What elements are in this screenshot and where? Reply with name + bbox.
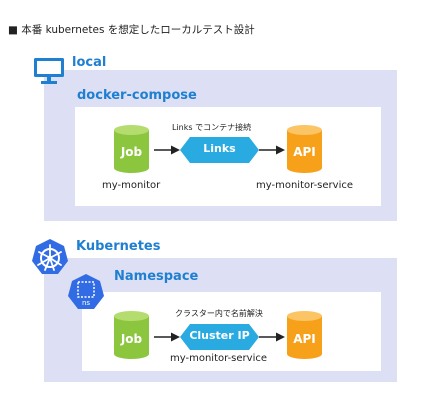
arrow <box>259 332 285 342</box>
namespace-icon: ns <box>66 272 106 312</box>
arrow <box>154 145 180 155</box>
service-name: my-monitor-service <box>170 353 268 364</box>
cluster-ip-pill: Cluster IP <box>180 324 259 350</box>
ns-badge-label: ns <box>81 299 91 307</box>
api-label: API <box>293 145 316 159</box>
local-label: local <box>72 55 107 70</box>
links-note: Links でコンテナ接続 <box>172 123 252 132</box>
api-name: my-monitor-service <box>256 180 354 191</box>
page-title: ■ 本番 kubernetes を想定したローカルテスト設計 <box>8 24 255 36</box>
job-label: Job <box>120 145 143 159</box>
namespace-label: Namespace <box>114 269 199 284</box>
docker-compose-label: docker-compose <box>77 88 197 103</box>
links-label: Links <box>203 142 236 155</box>
cluster-note: クラスター内で名前解決 <box>175 309 263 318</box>
links-pill: Links <box>180 137 259 163</box>
api-cylinder: API <box>286 310 323 360</box>
cluster-ip-label: Cluster IP <box>189 329 250 342</box>
job-name: my-monitor <box>102 180 161 191</box>
kubernetes-icon <box>30 237 70 277</box>
api-label: API <box>293 332 316 346</box>
api-cylinder: API <box>286 124 323 174</box>
arrow <box>154 332 180 342</box>
kubernetes-label: Kubernetes <box>76 239 161 254</box>
job-cylinder: Job <box>113 124 150 174</box>
job-label: Job <box>120 332 143 346</box>
arrow <box>259 145 285 155</box>
job-cylinder: Job <box>113 310 150 360</box>
monitor-icon <box>32 56 66 86</box>
